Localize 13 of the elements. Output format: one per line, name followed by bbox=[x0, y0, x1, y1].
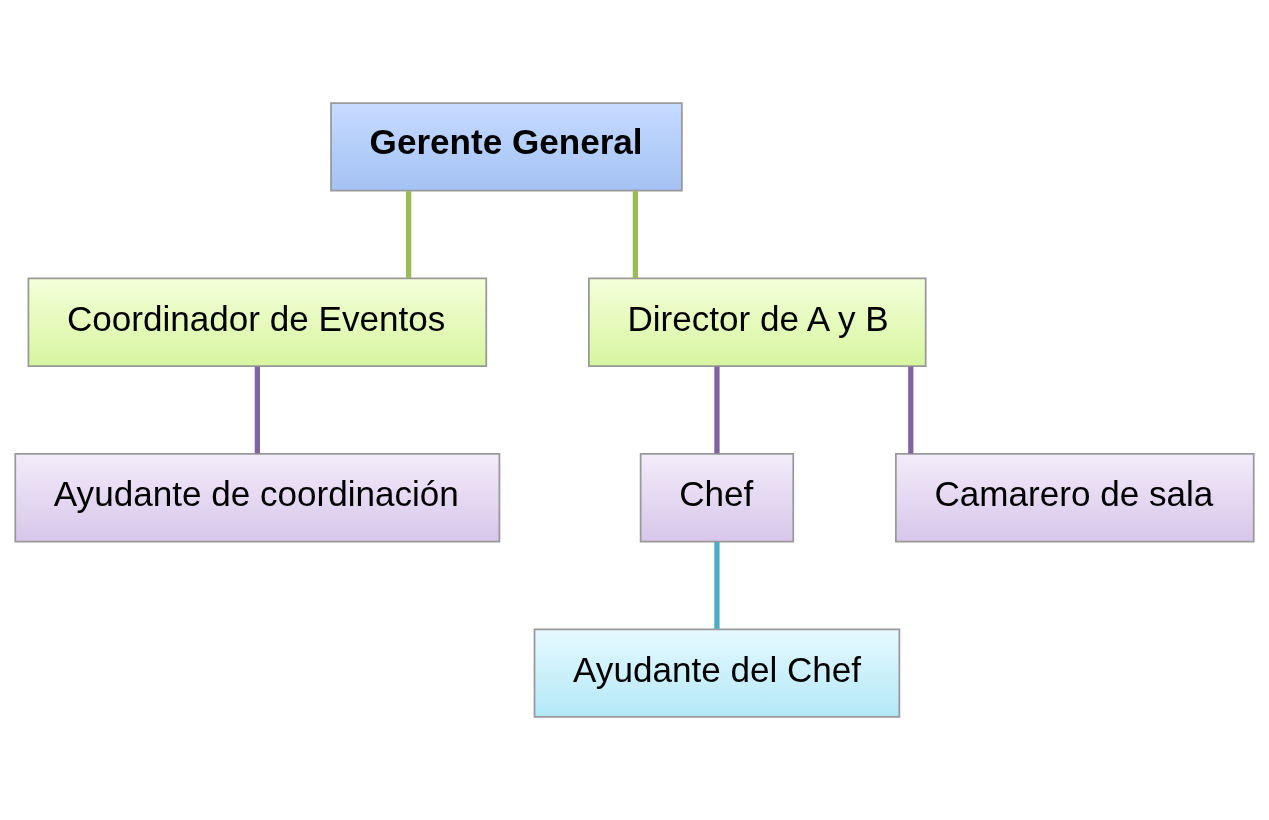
node-box: Gerente General bbox=[330, 102, 683, 192]
node-box: Director de A y B bbox=[588, 277, 927, 368]
connector bbox=[714, 541, 720, 629]
node-box: Coordinador de Eventos bbox=[27, 277, 488, 368]
connector bbox=[714, 366, 720, 454]
connector bbox=[632, 191, 638, 279]
connector bbox=[908, 366, 914, 454]
connector bbox=[406, 191, 412, 279]
node-box: Ayudante del Chef bbox=[533, 628, 901, 718]
node-box: Camarero de sala bbox=[895, 452, 1255, 543]
connector bbox=[254, 366, 260, 454]
node-box: Ayudante de coordinación bbox=[14, 452, 501, 543]
node-box: Chef bbox=[639, 452, 795, 543]
